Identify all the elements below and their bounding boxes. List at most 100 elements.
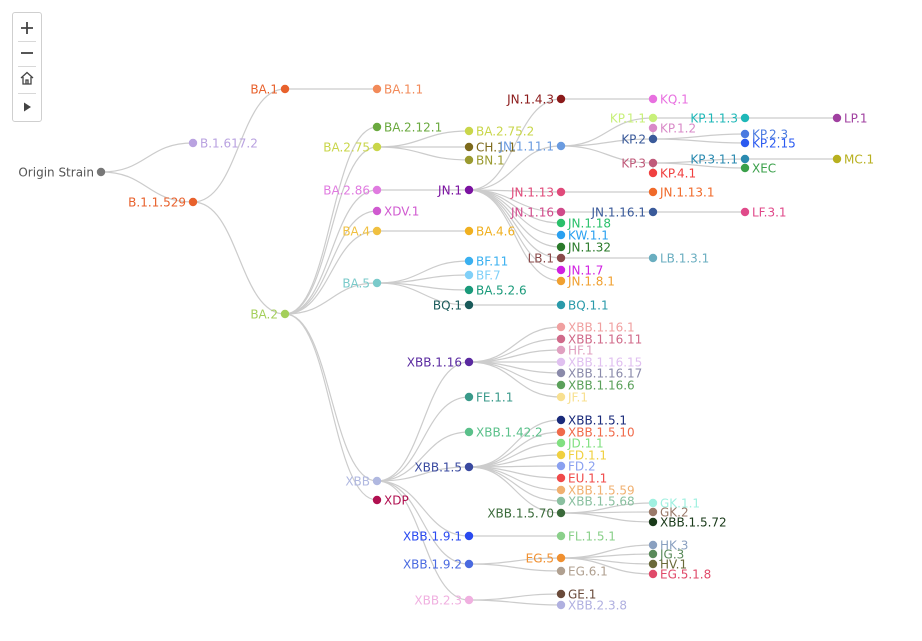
- node-dot[interactable]: [740, 154, 750, 164]
- tree-node-xbb191[interactable]: XBB.1.9.1: [403, 529, 474, 543]
- node-dot[interactable]: [648, 507, 658, 517]
- tree-node-xbb15[interactable]: XBB.1.5: [414, 460, 474, 474]
- node-dot[interactable]: [556, 461, 566, 471]
- tree-node-xbb11617[interactable]: XBB.1.16.17: [556, 366, 643, 380]
- tree-node-ba2121[interactable]: BA.2.12.1: [372, 120, 442, 134]
- tree-node-kp41[interactable]: KP.4.1: [648, 166, 696, 180]
- tree-node-jn181[interactable]: JN.1.8.1: [556, 274, 615, 288]
- tree-node-ba11[interactable]: BA.1.1: [372, 82, 423, 96]
- node-dot[interactable]: [556, 357, 566, 367]
- tree-node-bf11[interactable]: BF.11: [464, 254, 508, 268]
- node-dot[interactable]: [556, 322, 566, 332]
- node-dot[interactable]: [556, 334, 566, 344]
- tree-node-xec[interactable]: XEC: [740, 161, 776, 175]
- tree-node-jg3[interactable]: JG.3: [648, 547, 684, 561]
- tree-node-fd2[interactable]: FD.2: [556, 459, 596, 473]
- tree-node-jf1[interactable]: JF.1: [556, 390, 588, 404]
- tree-node-jn113[interactable]: JN.1.13: [510, 185, 566, 199]
- tree-node-kp3[interactable]: KP.3: [621, 156, 658, 170]
- node-dot[interactable]: [556, 94, 566, 104]
- tree-node-xbb1422[interactable]: XBB.1.42.2: [464, 425, 543, 439]
- node-dot[interactable]: [648, 549, 658, 559]
- tree-node-xbb151[interactable]: XBB.1.5.1: [556, 413, 627, 427]
- node-dot[interactable]: [648, 168, 658, 178]
- tree-node-xbb[interactable]: XBB: [345, 474, 382, 488]
- tree-node-jn116[interactable]: JN.1.16: [510, 205, 566, 219]
- node-dot[interactable]: [372, 122, 382, 132]
- node-dot[interactable]: [464, 226, 474, 236]
- node-dot[interactable]: [648, 569, 658, 579]
- node-dot[interactable]: [832, 113, 842, 123]
- node-dot[interactable]: [464, 126, 474, 136]
- node-dot[interactable]: [648, 253, 658, 263]
- node-dot[interactable]: [372, 278, 382, 288]
- node-dot[interactable]: [648, 134, 658, 144]
- tree-node-kp311[interactable]: KP.3.1.1: [690, 152, 750, 166]
- node-dot[interactable]: [740, 138, 750, 148]
- node-dot[interactable]: [648, 187, 658, 197]
- node-dot[interactable]: [556, 218, 566, 228]
- tree-node-xbb1166[interactable]: XBB.1.16.6: [556, 378, 635, 392]
- node-dot[interactable]: [372, 84, 382, 94]
- tree-node-xbb1572[interactable]: XBB.1.5.72: [648, 515, 727, 529]
- node-dot[interactable]: [556, 589, 566, 599]
- node-dot[interactable]: [556, 187, 566, 197]
- tree-node-eg518[interactable]: EG.5.1.8: [648, 567, 711, 581]
- node-dot[interactable]: [464, 531, 474, 541]
- tree-node-lp1[interactable]: LP.1: [832, 111, 868, 125]
- tree-node-xbb1570[interactable]: XBB.1.5.70: [487, 506, 566, 520]
- node-dot[interactable]: [556, 207, 566, 217]
- node-dot[interactable]: [464, 256, 474, 266]
- node-dot[interactable]: [648, 540, 658, 550]
- node-dot[interactable]: [556, 531, 566, 541]
- tree-node-xbb11615[interactable]: XBB.1.16.15: [556, 355, 643, 369]
- tree-node-bq11[interactable]: BQ.1.1: [556, 298, 609, 312]
- tree-node-bq1[interactable]: BQ.1: [433, 298, 474, 312]
- node-dot[interactable]: [556, 253, 566, 263]
- tree-node-xbb116[interactable]: XBB.1.16: [407, 355, 474, 369]
- node-dot[interactable]: [464, 427, 474, 437]
- tree-node-bn1[interactable]: BN.1: [464, 153, 505, 167]
- tree-node-hk3[interactable]: HK.3: [648, 538, 689, 552]
- tree-node-jd11[interactable]: JD.1.1: [556, 436, 604, 450]
- node-dot[interactable]: [832, 154, 842, 164]
- node-dot[interactable]: [556, 508, 566, 518]
- node-dot[interactable]: [464, 285, 474, 295]
- node-dot[interactable]: [648, 113, 658, 123]
- tree-node-ba4[interactable]: BA.4: [342, 224, 382, 238]
- node-dot[interactable]: [464, 559, 474, 569]
- node-dot[interactable]: [188, 197, 198, 207]
- tree-node-xbb1510[interactable]: XBB.1.5.10: [556, 425, 635, 439]
- node-dot[interactable]: [556, 553, 566, 563]
- node-dot[interactable]: [96, 167, 106, 177]
- tree-node-ba5[interactable]: BA.5: [342, 276, 382, 290]
- tree-node-kp215[interactable]: KP.2.15: [740, 136, 796, 150]
- node-dot[interactable]: [648, 559, 658, 569]
- node-dot[interactable]: [464, 462, 474, 472]
- node-dot[interactable]: [464, 270, 474, 280]
- tree-node-bf7[interactable]: BF.7: [464, 268, 501, 282]
- tree-node-ba2752[interactable]: BA.2.75.2: [464, 124, 534, 138]
- node-dot[interactable]: [556, 473, 566, 483]
- tree-node-eg5[interactable]: EG.5: [526, 551, 566, 565]
- node-dot[interactable]: [372, 226, 382, 236]
- tree-node-ba275[interactable]: BA.2.75: [323, 140, 382, 154]
- tree-node-mc1[interactable]: MC.1: [832, 152, 874, 166]
- tree-node-lb131[interactable]: LB.1.3.1: [648, 251, 709, 265]
- tree-node-lf31[interactable]: LF.3.1: [740, 205, 787, 219]
- node-dot[interactable]: [556, 438, 566, 448]
- tree-node-hv1[interactable]: HV.1: [648, 557, 687, 571]
- node-dot[interactable]: [556, 276, 566, 286]
- tree-node-jn1111[interactable]: JN.1.11.1: [499, 139, 566, 153]
- node-dot[interactable]: [556, 427, 566, 437]
- node-dot[interactable]: [280, 84, 290, 94]
- tree-node-jn1131[interactable]: JN.1.13.1: [648, 185, 715, 199]
- node-dot[interactable]: [740, 207, 750, 217]
- tree-node-b11529[interactable]: B.1.1.529: [128, 195, 198, 209]
- node-dot[interactable]: [556, 415, 566, 425]
- node-dot[interactable]: [556, 496, 566, 506]
- node-dot[interactable]: [556, 368, 566, 378]
- node-dot[interactable]: [556, 141, 566, 151]
- tree-node-fd11[interactable]: FD.1.1: [556, 448, 607, 462]
- node-dot[interactable]: [740, 113, 750, 123]
